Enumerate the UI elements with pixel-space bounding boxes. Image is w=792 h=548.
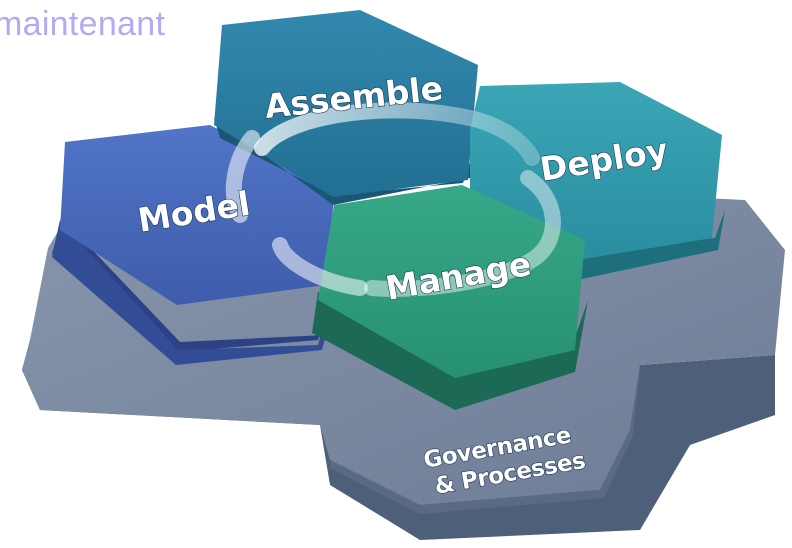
manage-hexagon: [312, 185, 588, 410]
arrow-right-icon: [364, 170, 561, 297]
model-top: [60, 125, 335, 305]
arrow-top-icon: [254, 102, 540, 166]
cycle-arrows: [225, 102, 561, 297]
manage-side: [312, 292, 588, 410]
assemble-hexagon: [214, 10, 478, 205]
header-text: maintenant: [0, 5, 166, 43]
arrow-left-icon: [225, 130, 260, 223]
arrow-bottom-icon: [272, 237, 368, 296]
model-hexagon: [52, 125, 340, 365]
assemble-top: [214, 10, 478, 197]
model-side-lower: [52, 220, 340, 365]
manage-top: [318, 185, 585, 378]
